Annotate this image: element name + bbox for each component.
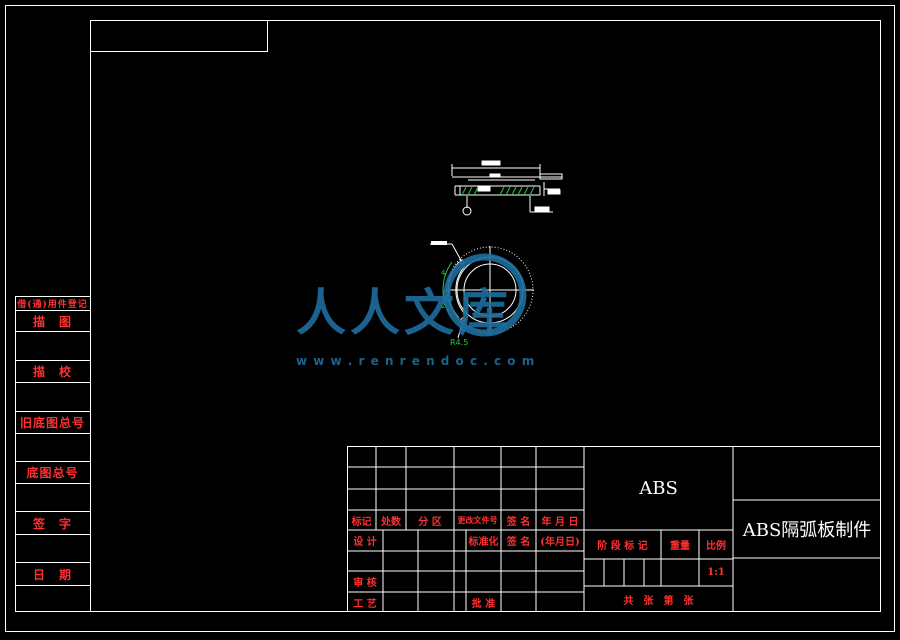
divider [15, 585, 90, 586]
label-date: 年 月 日 [541, 516, 579, 528]
divider [15, 534, 90, 535]
label-approve: 批 准 [471, 598, 496, 610]
label-mark: 标记 [351, 516, 372, 528]
watermark-text: 人人文库 [296, 284, 512, 342]
label-design: 设 计 [353, 537, 377, 548]
watermark-url: w w w . r e n r e n d o c . c o m [296, 354, 536, 368]
divider [15, 382, 90, 383]
title-block [347, 446, 881, 612]
divider [15, 433, 90, 434]
label-review: 审 核 [353, 578, 377, 589]
label-change-doc: 更改文件号 [457, 514, 498, 525]
svg-text:2: 2 [441, 302, 445, 310]
material-label: ABS [639, 477, 678, 499]
label-scale: 比例 [706, 541, 726, 552]
divider [15, 483, 90, 484]
label-zone: 分 区 [418, 516, 442, 528]
label-date-2: (年月日) [540, 537, 580, 548]
outer-border [5, 5, 895, 632]
divider [15, 511, 90, 512]
divider [15, 411, 90, 412]
divider [15, 331, 90, 332]
divider [15, 562, 90, 563]
sidebar-item-old-base-no: 旧底图总号 [19, 416, 85, 430]
divider [15, 360, 90, 361]
label-process: 工 艺 [353, 598, 377, 610]
label-standardization: 标准化 [468, 537, 499, 548]
sidebar-item-base-no: 底图总号 [26, 466, 79, 480]
sidebar-item-signature: 签 字 [32, 516, 72, 531]
sidebar-item-date: 日 期 [32, 567, 72, 582]
sidebar-header: 借(通)用件登记 [17, 300, 88, 310]
divider [15, 310, 90, 311]
sidebar-item-trace: 描 图 [32, 314, 72, 329]
part-name: ABS隔弧板制件 [742, 520, 872, 541]
label-count: 处数 [381, 516, 401, 528]
dimension-label: R4.5 [450, 338, 469, 347]
label-weight: 重量 [670, 541, 690, 552]
code-box [90, 20, 268, 52]
sidebar-item-trace-check: 描 校 [32, 365, 72, 379]
hatch-area [461, 186, 535, 196]
label-signature-2: 签 名 [506, 537, 531, 548]
scale-value: 1:1 [707, 567, 725, 578]
sidebar-frame [15, 296, 91, 612]
side-view [451, 160, 563, 216]
watermark-logo [443, 253, 527, 337]
divider [15, 461, 90, 462]
label-sheets: 共 张 第 张 [623, 595, 694, 607]
label-signature: 签 名 [506, 516, 531, 528]
svg-text:4: 4 [441, 269, 446, 277]
label-stage-mark: 阶 段 标 记 [597, 541, 648, 552]
